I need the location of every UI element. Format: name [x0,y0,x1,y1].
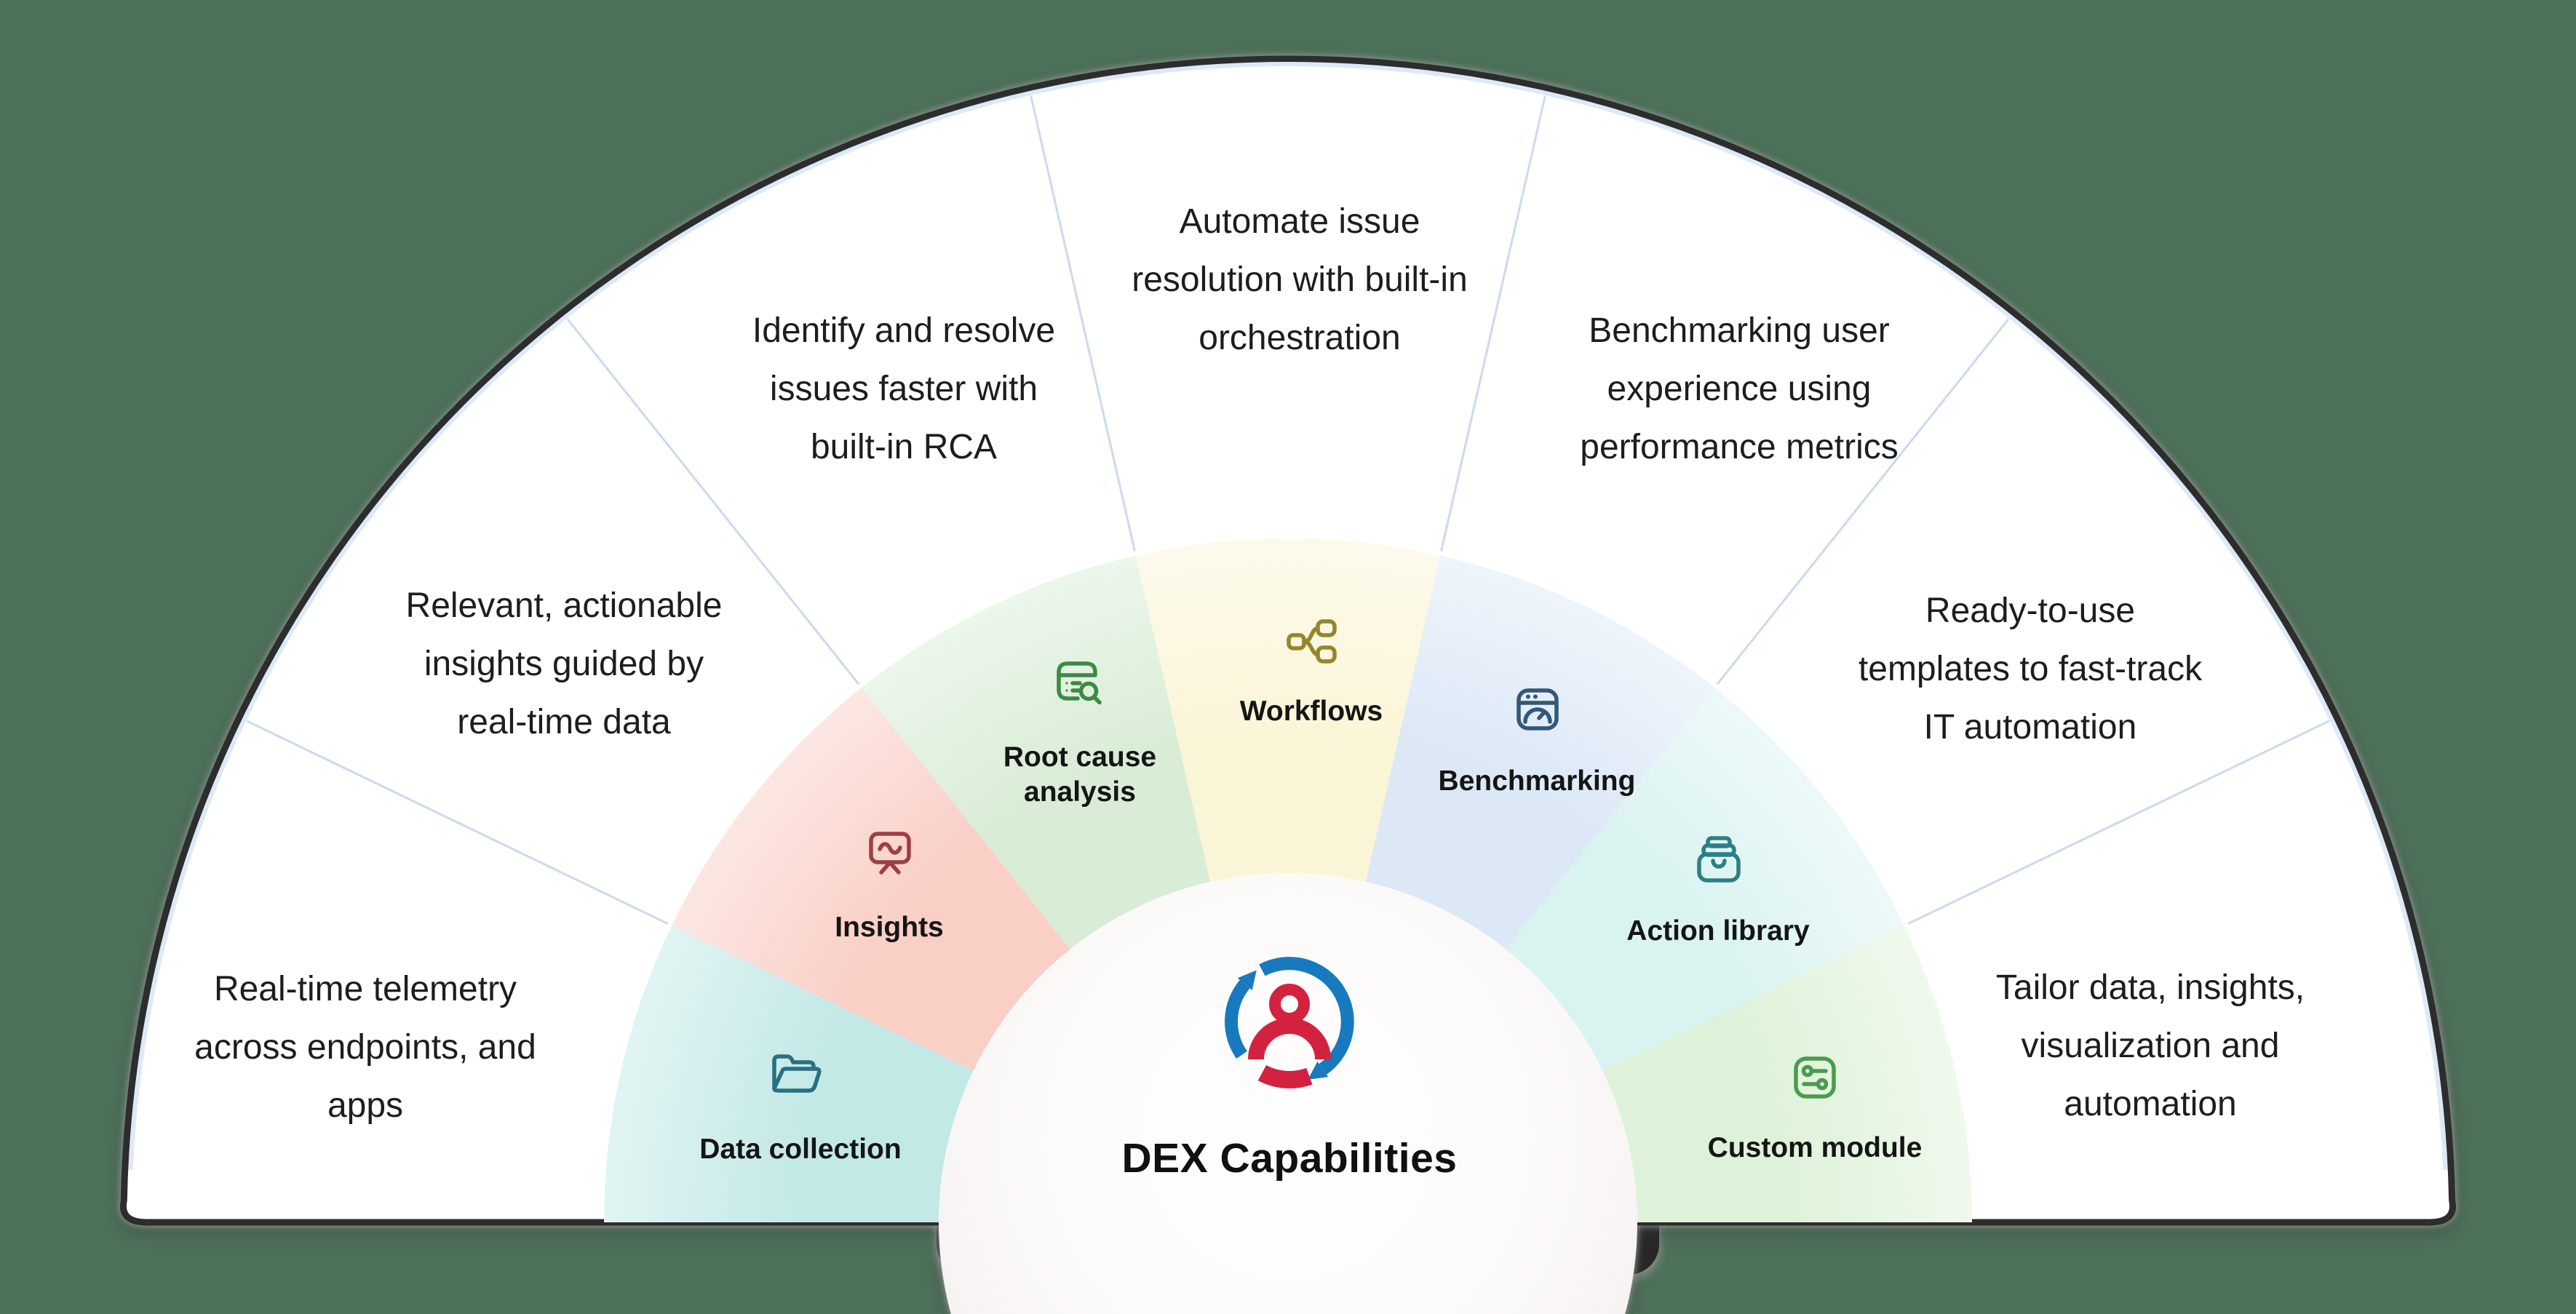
description-insights: Relevant, actionable insights guided by … [405,586,723,741]
user-refresh-cycle-icon [1225,957,1354,1089]
center-circle [939,873,1637,1314]
segment-dividers [246,95,2330,925]
divider-line [1907,720,2330,925]
wedge-custom-module [1602,925,1972,1222]
divider-line [1030,95,1136,552]
label-root-cause-analysis: Root cause analysis [1003,741,1157,808]
wedge-workflows [1135,538,1441,883]
description-data-collection: Real-time telemetry across endpoints, an… [194,970,536,1125]
open-folder-icon [772,1054,822,1093]
description-action-library: Ready-to-use templates to fast-track IT … [1858,592,2203,746]
divider-line [246,720,669,925]
wedge-root-cause-analysis [861,555,1211,949]
divider-line [1440,95,1546,552]
divider-line [566,318,860,685]
label-action-library: Action library [1626,915,1810,947]
description-root-cause-analysis: Identify and resolve issues faster with … [752,311,1056,466]
wedge-insights [672,688,1070,1071]
flow-branch-icon [1287,619,1337,664]
wedge-data-collection [604,925,974,1222]
label-data-collection: Data collection [699,1134,902,1165]
presentation-board-icon [869,832,911,875]
label-custom-module: Custom module [1707,1132,1923,1163]
sliders-icon [1794,1056,1836,1099]
rim-inner-line [128,62,2448,1170]
gauge-meter-icon [1516,688,1559,730]
label-benchmarking: Benchmarking [1438,765,1636,797]
checklist-search-icon [1057,661,1102,705]
description-workflows: Automate issue resolution with built-in … [1132,202,1468,357]
archive-drawer-icon [1697,836,1741,883]
label-workflows: Workflows [1239,696,1383,727]
label-insights: Insights [835,912,944,943]
wedge-benchmarking [1365,555,1715,949]
description-custom-module: Tailor data, insights, visualization and… [1995,968,2305,1123]
page-title: DEX Capabilities [1121,1135,1458,1182]
divider-line [1716,318,2010,685]
description-benchmarking: Benchmarking user experience using perfo… [1580,311,1899,466]
